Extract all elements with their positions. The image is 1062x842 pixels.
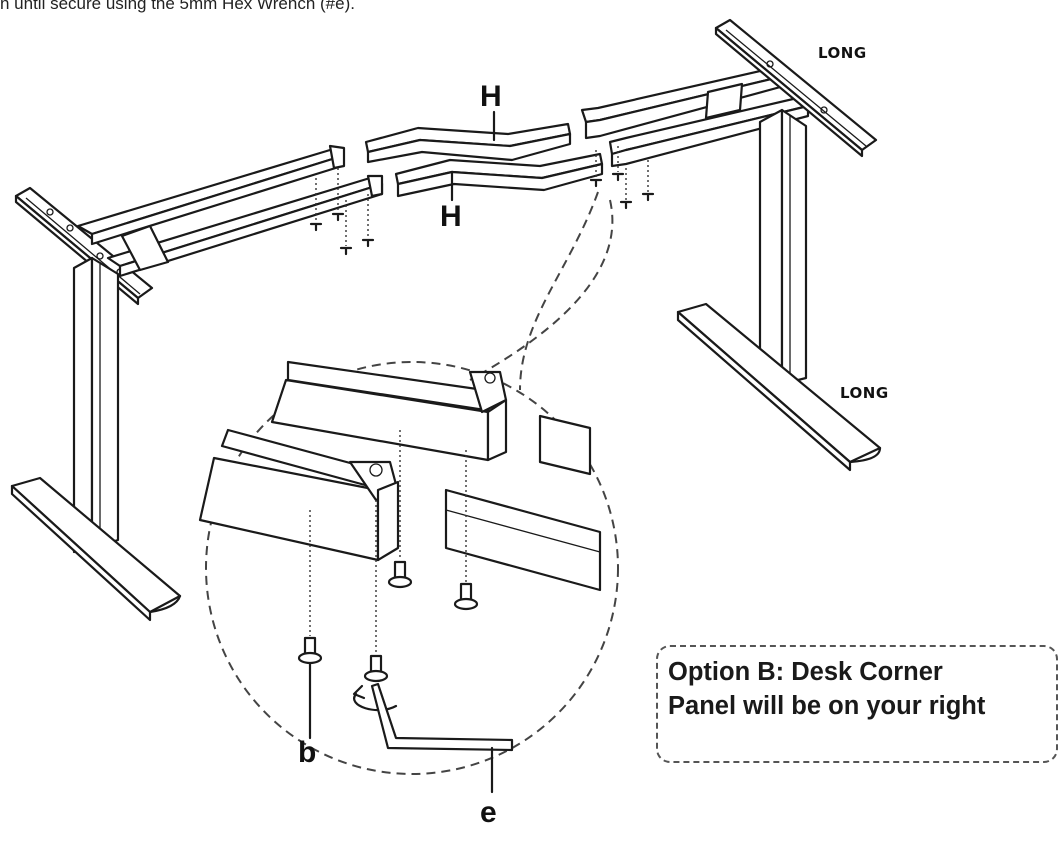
connector-beam-lower	[394, 152, 604, 198]
label-b: b	[298, 736, 317, 769]
option-b-callout: Option B: Desk Corner Panel will be on y…	[656, 645, 1058, 763]
rotate-arrow-icon	[352, 684, 398, 712]
screw-icon	[363, 654, 389, 683]
label-h-top: H	[480, 80, 502, 113]
crossbar-right	[580, 64, 810, 210]
callout-line-2: Panel will be on your right	[668, 692, 986, 720]
label-long-bottom: LONG	[840, 384, 889, 402]
screw-icon	[297, 636, 323, 665]
instruction-text: n until secure using the 5mm Hex Wrench …	[0, 0, 355, 13]
detail-view	[198, 360, 602, 654]
crossbar-left	[76, 144, 384, 278]
screw-icon	[387, 560, 413, 589]
magnify-circle	[205, 191, 619, 775]
screw-group-left	[309, 212, 375, 256]
connector-beam-upper	[364, 122, 572, 164]
desk-leg-left	[10, 186, 182, 622]
screw-icon	[453, 582, 479, 611]
hex-wrench-icon	[370, 682, 514, 794]
callout-line-1: Option B: Desk Corner	[668, 658, 943, 686]
label-long-top: LONG	[818, 44, 867, 62]
desk-leg-right	[676, 18, 882, 472]
screw-detail-group	[297, 560, 479, 740]
label-h-bottom: H	[440, 200, 462, 233]
label-e: e	[480, 796, 497, 829]
